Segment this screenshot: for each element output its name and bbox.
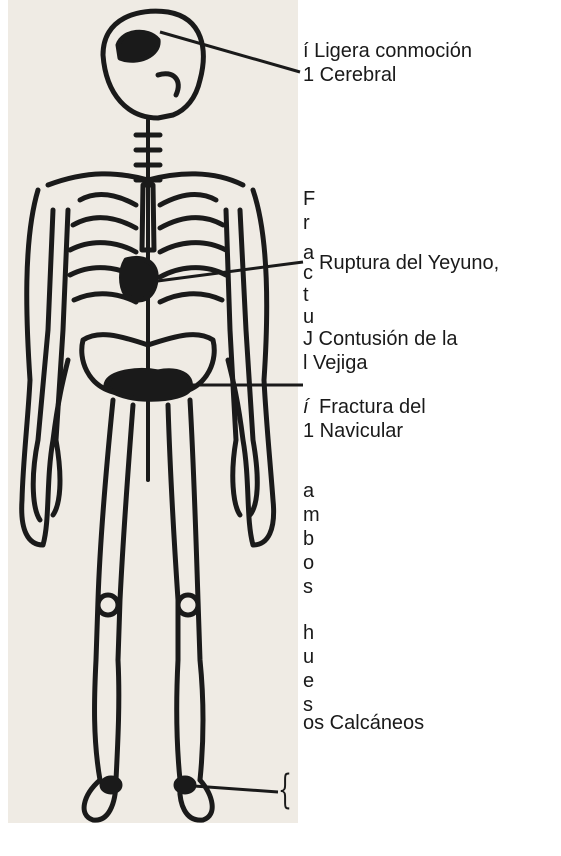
vertical-letter: u [303,646,314,668]
vertical-letter: t [303,284,309,306]
label-vejiga-line2: l Vejiga [303,352,368,374]
vertical-letter: c [303,262,313,284]
label-cerebral-line2: 1 Cerebral [303,64,396,86]
label-calcaneos: os Calcáneos [303,712,424,734]
vertical-letter: r [303,212,310,234]
vertical-letter: u [303,306,314,328]
vertical-letter: m [303,504,320,526]
vertical-letter: a [303,242,314,264]
label-vejiga-line1: J Contusión de la [303,328,458,350]
vertical-letter: b [303,528,314,550]
label-cerebral-line1: í Ligera conmoción [303,40,472,62]
vertical-letter: o [303,552,314,574]
label-yeyuno: Ruptura del Yeyuno, [319,252,499,274]
leader-yeyuno [150,262,303,282]
leader-calcaneos [180,785,278,792]
leader-cerebral [160,32,300,72]
vertical-letter: a [303,480,314,502]
label-navicular-line2: 1 Navicular [303,420,403,442]
label-navicular-line1: Fractura del [319,396,426,418]
brace: { [278,770,292,810]
vertical-letter: s [303,576,313,598]
vertical-letter: F [303,188,315,210]
vertical-letter: e [303,670,314,692]
label-navicular-prefix: í [303,396,309,418]
vertical-letter: h [303,622,314,644]
